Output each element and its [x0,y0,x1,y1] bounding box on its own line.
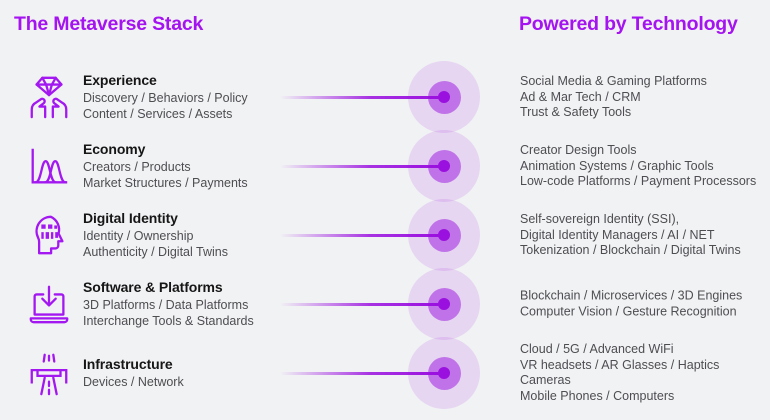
layer-text-infrastructure: Infrastructure Devices / Network [83,356,273,391]
connector-line [280,164,444,168]
layer-text-digital-identity: Digital Identity Identity / Ownership Au… [83,210,273,260]
layer-title: Software & Platforms [83,279,223,295]
left-column-title: The Metaverse Stack [14,13,204,35]
row-infrastructure: Infrastructure Devices / Network Cloud /… [0,337,770,409]
layer-text-software-platforms: Software & Platforms 3D Platforms / Data… [83,279,273,329]
layer-text-experience: Experience Discovery / Behaviors / Polic… [83,72,273,122]
technology-detail: Ad & Mar Tech / CRM [520,89,641,104]
layer-title: Infrastructure [83,355,173,372]
layer-text-economy: Economy Creators / Products Market Struc… [83,141,273,191]
layer-title: Economy [83,141,146,157]
technology-detail: Tokenization / Blockchain / Digital Twin… [520,242,741,257]
technology-detail: Trust & Safety Tools [520,104,632,119]
row-experience: Experience Discovery / Behaviors / Polic… [0,61,770,133]
layer-detail: Creators / Products [83,160,191,174]
node-dot [408,61,480,133]
layer-detail: 3D Platforms / Data Platforms [83,298,249,312]
layer-title: Digital Identity [83,210,178,226]
technology-text-economy: Creator Design Tools Animation Systems /… [520,143,770,190]
connector-line [280,371,444,375]
technology-detail: Digital Identity Managers / AI / NET [520,227,715,242]
layer-detail: Market Structures / Payments [83,175,248,190]
node-dot [408,337,480,409]
layer-detail: Authenticity / Digital Twins [83,244,228,259]
technology-detail: Creator Design Tools [520,142,637,157]
node-dot [408,130,480,202]
laptop-download-icon [24,279,74,329]
layer-detail: Content / Services / Assets [83,106,233,121]
layer-title: Experience [83,72,157,88]
row-digital-identity: Digital Identity Identity / Ownership Au… [0,199,770,271]
technology-detail: Social Media & Gaming Platforms [520,73,707,88]
technology-text-infrastructure: Cloud / 5G / Advanced WiFi VR headsets /… [520,342,770,404]
node-dot [408,199,480,271]
node-dot [408,268,480,340]
row-economy: Economy Creators / Products Market Struc… [0,130,770,202]
technology-detail: Computer Vision / Gesture Recognition [520,304,737,318]
technology-detail: Low-code Platforms / Payment Processors [520,173,757,188]
technology-detail: Self-sovereign Identity (SSI), [520,211,680,226]
layer-detail: Devices / Network [83,374,184,389]
market-curves-icon [24,141,74,191]
highway-icon [24,348,74,398]
connector-line [280,233,444,237]
connector-line [280,302,444,306]
layer-detail: Identity / Ownership [83,229,194,243]
hands-diamond-icon [24,72,74,122]
technology-text-experience: Social Media & Gaming Platforms Ad & Mar… [520,74,770,121]
technology-detail: VR headsets / AR Glasses / Haptics Camer… [520,357,720,388]
right-column-title: Powered by Technology [519,13,738,35]
row-software-platforms: Software & Platforms 3D Platforms / Data… [0,268,770,340]
layer-detail: Interchange Tools & Standards [83,313,254,328]
layer-detail: Discovery / Behaviors / Policy [83,91,248,105]
technology-detail: Cloud / 5G / Advanced WiFi [520,342,674,356]
technology-detail: Animation Systems / Graphic Tools [520,158,714,173]
technology-text-digital-identity: Self-sovereign Identity (SSI), Digital I… [520,212,770,259]
connector-line [280,95,444,99]
technology-detail: Blockchain / Microservices / 3D Engines [520,288,743,303]
head-code-icon [24,210,74,260]
technology-detail: Mobile Phones / Computers [520,388,675,403]
technology-text-software-platforms: Blockchain / Microservices / 3D Engines … [520,289,770,320]
